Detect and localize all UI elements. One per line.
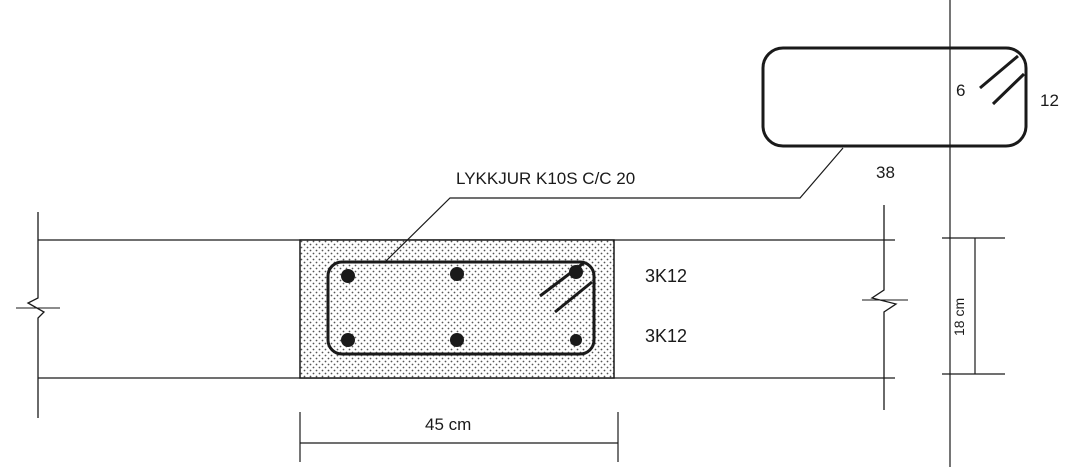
bottom-bars-label: 3K12 (645, 326, 687, 346)
detail-hook-1 (979, 54, 1019, 90)
top-bars-label: 3K12 (645, 266, 687, 286)
detail-width-label: 38 (876, 163, 895, 182)
right-break-line (870, 205, 898, 410)
rebar-bottom-3 (570, 334, 582, 346)
stirrup-detail-outline (761, 46, 1028, 148)
height-dimension (942, 237, 1005, 375)
height-dimension-label: 18 cm (951, 298, 967, 336)
detail-hook-length-label: 6 (956, 81, 965, 100)
rebar-bottom-1 (341, 333, 355, 347)
width-dimension (299, 412, 619, 462)
rebar-top-3 (569, 265, 583, 279)
stirrup-hook-2 (554, 280, 593, 314)
rebar-top-2 (450, 267, 464, 281)
rebar-bottom-2 (450, 333, 464, 347)
rebar-top-1 (341, 269, 355, 283)
stirrup-callout-label: LYKKJUR K10S C/C 20 (456, 169, 635, 188)
left-break-line (26, 212, 46, 418)
width-dimension-label: 45 cm (425, 415, 471, 434)
detail-hook-2 (991, 72, 1026, 106)
stirrup-outline (326, 260, 596, 356)
detail-height-label: 12 (1040, 91, 1059, 110)
callout-leader-line (384, 147, 844, 263)
